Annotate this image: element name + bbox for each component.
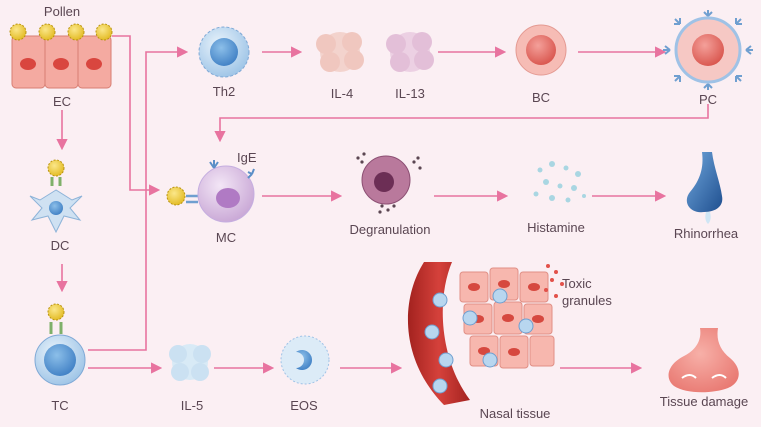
arrow-tc-to-th2 — [88, 190, 147, 351]
arrow-pc-to-mc — [214, 104, 709, 143]
degranulating-mast-cell — [356, 152, 422, 214]
pc-label: PC — [698, 92, 718, 107]
dendritic-cell — [29, 159, 83, 234]
eosinophil — [280, 335, 330, 385]
il5-cloud — [169, 344, 211, 381]
tc-label: TC — [51, 398, 69, 413]
nasal-tissue — [407, 262, 564, 405]
rhinorrhea-label: Rhinorrhea — [673, 226, 739, 241]
plasma-cell — [663, 10, 753, 90]
mc-label: MC — [215, 230, 237, 245]
toxic-granules-label-line1: Toxic — [562, 276, 592, 291]
th2-label: Th2 — [212, 84, 236, 99]
il5-label: IL-5 — [180, 398, 204, 413]
tissue-damage-label: Tissue damage — [659, 394, 749, 409]
arrows — [56, 35, 709, 374]
nasal-tissue-label: Nasal tissue — [479, 406, 551, 421]
eos-label: EOS — [290, 398, 318, 413]
bc-label: BC — [531, 90, 551, 105]
il13-cloud — [386, 32, 434, 72]
b-cell — [515, 24, 567, 76]
il13-label: IL-13 — [395, 86, 425, 101]
toxic-granules-label-line2: granules — [562, 293, 612, 308]
epithelial-cells — [11, 35, 112, 89]
il4-cloud — [316, 32, 364, 72]
il4-label: IL-4 — [330, 86, 354, 101]
histamine-particles — [533, 161, 586, 203]
dc-label: DC — [50, 238, 70, 253]
th2-cell — [198, 26, 250, 78]
t-cell — [34, 303, 86, 386]
pollen-label: Pollen — [43, 4, 81, 19]
ige-label: IgE — [237, 150, 257, 165]
arrow-ec-to-th2-mc — [112, 35, 161, 196]
mast-cell — [166, 160, 255, 223]
rhinorrhea-nose — [686, 152, 723, 224]
ec-label: EC — [52, 94, 72, 109]
pollen-grains — [9, 23, 113, 41]
histamine-label: Histamine — [527, 220, 585, 235]
damaged-nose — [668, 328, 739, 393]
degranulation-label: Degranulation — [349, 222, 431, 237]
arrow-branch-to-th2 — [145, 46, 189, 190]
